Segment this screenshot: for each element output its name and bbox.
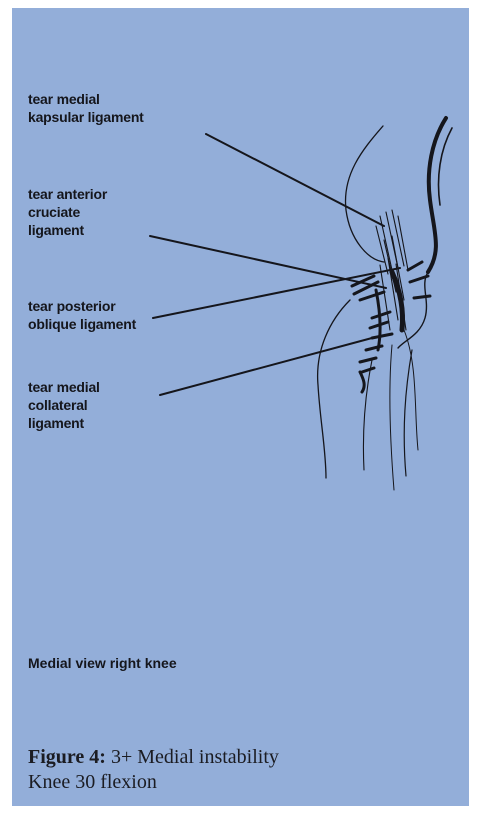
label-line: collateral <box>28 396 100 414</box>
thigh-outline-left <box>345 126 384 262</box>
label-line: tear anterior <box>28 185 107 203</box>
leader-collateral <box>160 338 372 395</box>
label-line: cruciate <box>28 203 107 221</box>
thigh-outline-right <box>428 118 446 272</box>
label-line: oblique ligament <box>28 315 136 333</box>
label-line: ligament <box>28 221 107 239</box>
label-tear-posterior-oblique-ligament: tear posterior oblique ligament <box>28 297 136 333</box>
leader-anterior <box>150 236 386 288</box>
leader-posterior <box>153 268 400 318</box>
shin-outline-right <box>404 350 412 476</box>
shin-outline-left <box>318 300 350 478</box>
label-line: tear medial <box>28 90 144 108</box>
caption-title: 3+ Medial instability <box>106 746 279 768</box>
label-tear-medial-kapsular-ligament: tear medial kapsular ligament <box>28 90 144 126</box>
label-line: kapsular ligament <box>28 108 144 126</box>
figure-caption: Figure 4: 3+ Medial instability Knee 30 … <box>28 745 279 795</box>
label-line: tear medial <box>28 378 100 396</box>
label-tear-medial-collateral-ligament: tear medial collateral ligament <box>28 378 100 432</box>
label-line: ligament <box>28 414 100 432</box>
shin-outline-mid <box>363 360 372 470</box>
view-label: Medial view right knee <box>28 654 177 672</box>
leader-kapsular <box>206 134 384 226</box>
label-line: tear posterior <box>28 297 136 315</box>
caption-line-2: Knee 30 flexion <box>28 770 279 795</box>
caption-line-1: Figure 4: 3+ Medial instability <box>28 745 279 770</box>
figure-number: Figure 4: <box>28 746 106 768</box>
label-tear-anterior-cruciate-ligament: tear anterior cruciate ligament <box>28 185 107 239</box>
leader-lines <box>150 134 400 395</box>
